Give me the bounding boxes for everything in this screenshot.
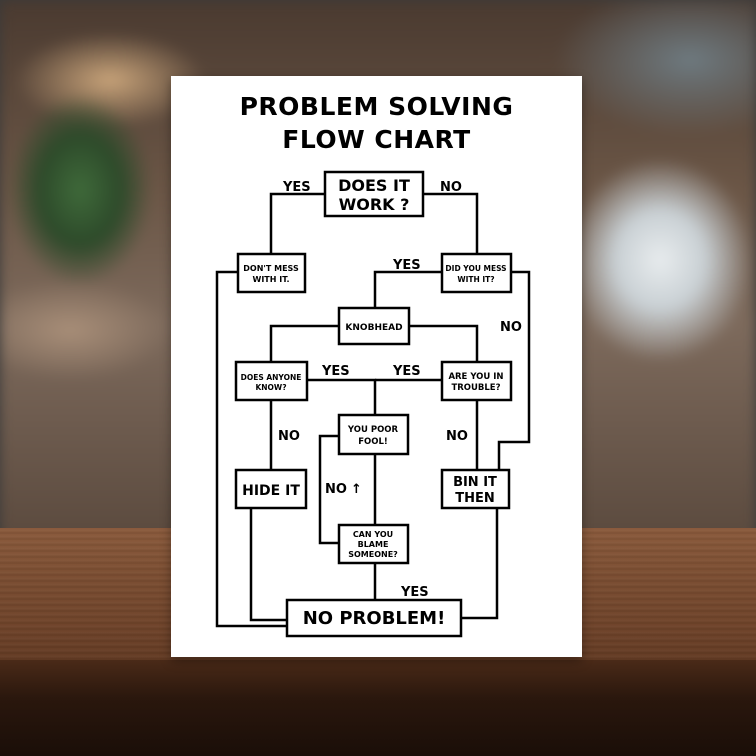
node-does-anyone-know-line1: DOES ANYONE — [241, 373, 302, 382]
poster-title-line-1: PROBLEM SOLVING — [239, 92, 514, 121]
node-bin-it-then-line1: BIN IT — [453, 475, 497, 490]
node-hide-it-label: HIDE IT — [242, 483, 300, 499]
node-does-it-work: DOES IT WORK ? — [323, 170, 425, 218]
edge-label-trouble-no: NO — [446, 429, 468, 444]
connector-work-no — [423, 192, 479, 254]
edge-label-work-no: NO — [440, 180, 462, 195]
edge-label-mess-yes: YES — [392, 258, 421, 273]
connector-anyone-yes — [307, 378, 377, 415]
node-hide-it: HIDE IT — [234, 468, 308, 510]
edge-label-trouble-yes: YES — [392, 364, 421, 379]
edge-label-blame-no: NO — [325, 482, 347, 497]
node-knobhead-label: KNOBHEAD — [345, 323, 402, 333]
node-bin-it-then: BIN IT THEN — [440, 468, 511, 510]
node-you-poor-fool-line1: YOU POOR — [347, 425, 399, 435]
node-does-anyone-know: DOES ANYONE KNOW? — [234, 360, 309, 402]
node-you-poor-fool-line2: FOOL! — [358, 437, 388, 447]
node-no-problem: NO PROBLEM! — [285, 598, 463, 638]
node-dont-mess: DON'T MESS WITH IT. — [236, 252, 307, 294]
node-can-you-blame-line1: CAN YOU — [353, 530, 393, 539]
node-you-poor-fool: YOU POOR FOOL! — [337, 413, 410, 456]
node-does-it-work-line1: DOES IT — [338, 176, 410, 195]
connector-mess-yes — [373, 270, 442, 308]
node-are-you-in-trouble-line1: ARE YOU IN — [448, 372, 503, 382]
table-edge — [0, 660, 756, 756]
connector-mess-no — [497, 270, 531, 470]
connector-knobhead-right — [409, 324, 479, 362]
connector-bin-problem — [461, 508, 499, 620]
up-arrow-icon: ↑ — [351, 482, 362, 497]
node-did-you-mess-line1: DID YOU MESS — [445, 264, 506, 273]
edge-label-anyone-yes: YES — [321, 364, 350, 379]
connector-blame-no — [318, 434, 339, 545]
node-can-you-blame: CAN YOU BLAME SOMEONE? — [337, 523, 410, 565]
node-did-you-mess-line2: WITH IT? — [457, 275, 494, 284]
node-are-you-in-trouble-line2: TROUBLE? — [451, 383, 500, 393]
edge-label-work-yes: YES — [282, 180, 311, 195]
node-does-anyone-know-line2: KNOW? — [255, 383, 286, 392]
node-does-it-work-line2: WORK ? — [339, 195, 410, 214]
node-bin-it-then-line2: THEN — [455, 491, 495, 506]
edge-label-mess-no: NO — [500, 320, 522, 335]
connector-hide-problem — [249, 508, 287, 622]
connector-work-yes — [269, 192, 325, 254]
flow-chart-poster: PROBLEM SOLVING FLOW CHART — [171, 76, 582, 657]
node-can-you-blame-line3: SOMEONE? — [348, 550, 398, 559]
connector-knobhead-left — [269, 324, 339, 362]
flow-chart-diagram: DOES IT WORK ? DON'T MESS WITH IT. DID Y… — [215, 170, 531, 638]
connector-dont-mess-down — [215, 270, 287, 628]
edge-label-anyone-no: NO — [278, 429, 300, 444]
node-dont-mess-line2: WITH IT. — [253, 275, 290, 284]
connector-lines — [215, 192, 531, 628]
node-no-problem-label: NO PROBLEM! — [303, 608, 446, 629]
node-did-you-mess: DID YOU MESS WITH IT? — [440, 252, 513, 294]
node-dont-mess-line1: DON'T MESS — [243, 264, 299, 273]
node-knobhead: KNOBHEAD — [337, 306, 411, 346]
node-are-you-in-trouble: ARE YOU IN TROUBLE? — [440, 360, 513, 402]
poster-title-line-2: FLOW CHART — [282, 125, 471, 154]
edge-label-blame-yes: YES — [400, 585, 429, 600]
node-can-you-blame-line2: BLAME — [358, 540, 389, 549]
